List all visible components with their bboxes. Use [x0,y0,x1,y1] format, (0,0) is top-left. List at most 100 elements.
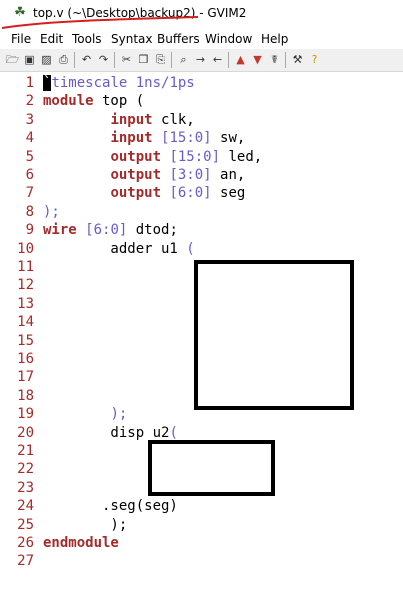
line-text: wire [6:0] dtod; [43,221,178,239]
line-text: endmodule [43,534,119,552]
code-token: endmodule [43,535,119,551]
menu-bar: File Edit Tools Syntax Buffers Window He… [0,30,403,48]
line-number: 21 [17,443,34,459]
code-token: ( [186,240,195,257]
toolbar-separator [74,52,75,68]
code-token [43,167,110,183]
open-icon[interactable]: 🗁 [5,53,20,66]
line-number: 19 [17,406,34,423]
line-number: 17 [17,369,34,386]
line-number: 5 [25,148,34,165]
text-cursor: ` [43,75,52,91]
code-token: output [110,167,162,183]
find-prev-icon[interactable]: ← [212,53,223,66]
line-number: 3 [25,111,34,128]
redaction-box [148,440,275,496]
copy-icon[interactable]: ❐ [138,53,149,66]
toolbar-separator [171,52,172,68]
print-icon[interactable]: ⎙ [59,53,68,66]
toolbar-separator [228,52,229,68]
line-number: 24 [17,498,34,515]
code-token: sw, [211,130,246,147]
line-text: output [15:0] led, [43,148,262,166]
line-number: 10 [17,240,34,257]
line-text: output [6:0] seg [43,184,245,202]
code-token [43,130,110,146]
code-token: top ( [93,93,145,110]
line-number: 25 [17,516,34,533]
toolbar-separator [285,52,286,68]
code-token: input [110,111,153,128]
line-text: ); [43,405,127,423]
code-token: [6:0] [169,185,212,202]
line-number: 16 [17,351,34,367]
make-icon[interactable]: ⚒ [292,53,303,66]
line-number: 26 [17,535,34,551]
save-session-icon[interactable]: ▼ [253,53,262,66]
menu-window[interactable]: Window [205,32,253,46]
code-token: clk, [152,111,195,128]
help-icon[interactable]: ? [311,53,318,66]
line-text: ); [43,203,60,221]
line-number: 4 [25,130,34,147]
toolbar-separator [114,52,115,68]
code-token: led, [220,148,263,165]
code-token: module [43,93,94,110]
line-text: adder u1 ( [43,240,195,258]
code-token [43,406,110,422]
menu-help[interactable]: Help [261,32,289,46]
line-text: input clk, [43,111,195,129]
menu-syntax[interactable]: Syntax [111,32,153,46]
line-number: 1 [25,75,34,91]
line-number: 9 [25,222,34,239]
code-token: adder u1 [43,240,187,257]
code-token: [15:0] [161,130,212,147]
code-token: an, [211,167,246,183]
save-all-icon[interactable]: ▨ [41,53,52,66]
line-number: 15 [17,332,34,349]
line-text: module top ( [43,92,144,110]
code-token: ); [43,516,128,533]
menu-buffers[interactable]: Buffers [157,32,200,46]
line-number: 23 [17,479,34,496]
undo-icon[interactable]: ↶ [81,53,92,66]
code-token: .seg(seg) [43,498,178,515]
redo-icon[interactable]: ↷ [98,53,109,66]
toolbar: 🗁 ▣ ▨ ⎙ ↶ ↷ ✂ ❐ ⎘ ⌕ → ← ▲ ▼ ☤ ⚒ ? [0,49,403,72]
load-session-icon[interactable]: ▲ [236,53,245,66]
vim-icon: ☘ [14,5,26,20]
line-number: 6 [25,167,34,183]
code-token [77,222,85,238]
title-bar: ☘ top.v (~\Desktop\backup2) - GVIM2 [0,0,403,30]
line-number: 20 [17,424,34,441]
line-text: input [15:0] sw, [43,129,245,147]
code-token: [3:0] [169,167,212,183]
find-next-icon[interactable]: → [195,53,206,66]
find-icon[interactable]: ⌕ [180,53,187,66]
code-token: ); [110,406,128,423]
paste-icon[interactable]: ⎘ [156,53,165,66]
code-token: [15:0] [169,148,221,165]
code-token: dtod; [127,222,178,239]
code-token: seg [211,185,246,202]
save-icon[interactable]: ▣ [24,53,35,66]
code-token: ); [43,203,60,220]
menu-file[interactable]: File [11,32,32,46]
line-number: 2 [25,93,34,110]
line-text: .seg(seg) [43,497,178,515]
line-number: 14 [17,314,34,331]
line-text: output [3:0] an, [43,166,245,184]
run-script-icon[interactable]: ☤ [270,53,279,66]
code-token: input [110,130,153,147]
cut-icon[interactable]: ✂ [121,53,132,66]
line-number: 22 [17,461,34,478]
code-token: disp u2 [43,424,170,441]
line-number: 7 [25,185,34,202]
code-token: output [110,148,162,165]
line-number: 18 [17,387,34,404]
code-token [43,149,110,165]
menu-tools[interactable]: Tools [72,32,102,46]
code-token: wire [43,222,77,239]
line-number: 12 [17,277,34,294]
menu-edit[interactable]: Edit [40,32,64,46]
